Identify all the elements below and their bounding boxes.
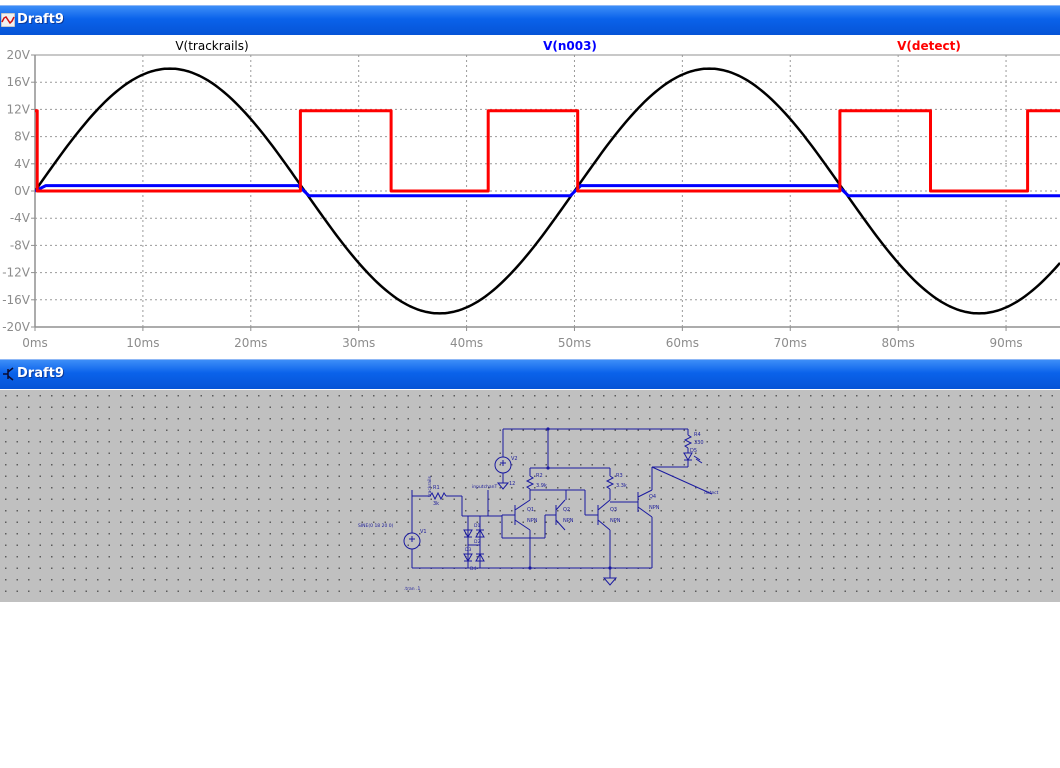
label-v1-value: SINE(0 18 20 0) [358, 523, 394, 529]
waveform-plot[interactable]: 20V 16V 12V 8V 4V 0V -4V -8V -12V -16V -20V 0ms 10ms… [0, 35, 1060, 355]
transistor-q3[interactable] [585, 499, 611, 531]
wire-detect [651, 466, 713, 495]
x-tick-label: 30ms [342, 336, 375, 350]
series-line-v-trackrails [35, 67, 1060, 315]
plot-legend[interactable]: V(trackrails) V(n003) V(detect) [175, 39, 961, 53]
x-tick-label: 50ms [558, 336, 591, 350]
schematic-title-bar[interactable]: Draft9 [0, 359, 1060, 389]
schematic-app-icon [3, 367, 14, 381]
junction [528, 566, 532, 570]
label-q1: Q1 [527, 507, 534, 513]
x-tick-label: 40ms [450, 336, 483, 350]
resistor-r4[interactable] [683, 429, 693, 453]
voltage-source-v1[interactable] [403, 532, 421, 568]
label-detect: detect [704, 490, 719, 496]
x-tick-label: 70ms [774, 336, 807, 350]
schematic-window: Draft9 V2 12 R [0, 358, 1060, 604]
schematic-window-title: Draft9 [17, 366, 64, 381]
plot-series [35, 67, 1060, 315]
label-inputchan: inputchanT [472, 484, 498, 490]
label-r3-value: 3.3k [616, 483, 627, 489]
label-r2-value: 3.9k [536, 483, 547, 489]
y-tick-label: 20V [7, 48, 31, 62]
transistor-q2[interactable] [545, 499, 566, 531]
junction [546, 466, 550, 470]
y-tick-label: 8V [14, 130, 31, 144]
label-q1-type: NPN [527, 518, 538, 524]
led-d5[interactable] [683, 452, 703, 467]
label-tran-directive: .tran .1 [404, 586, 421, 592]
y-tick-label: -8V [10, 238, 31, 252]
label-r1-value: 3k [433, 501, 439, 507]
label-q2: Q2 [563, 507, 570, 513]
ground-symbol [602, 577, 618, 586]
y-tick-label: -20V [2, 320, 31, 334]
y-tick-label: 12V [7, 102, 31, 116]
label-r4-value: 330 [694, 440, 704, 446]
label-v2-value: 12 [509, 481, 515, 487]
resistor-r1[interactable] [429, 491, 447, 501]
legend-entry-v-n003[interactable]: V(n003) [543, 39, 597, 53]
y-tick-label: -12V [2, 266, 31, 280]
label-q3: Q3 [610, 507, 617, 513]
resistor-r2[interactable] [525, 468, 535, 500]
schematic-canvas[interactable]: V2 12 R4 330 D5 [0, 390, 1060, 602]
series-line-v-detect [35, 109, 1060, 193]
label-q2-type: NPN [563, 518, 574, 524]
x-tick-label: 60ms [666, 336, 699, 350]
series-line-v-n003 [35, 184, 1060, 198]
waveform-window-title: Draft9 [17, 12, 64, 27]
label-v1: V1 [420, 529, 427, 535]
label-d5: D5 [690, 448, 697, 454]
legend-entry-v-detect[interactable]: V(detect) [897, 39, 961, 53]
label-q4: Q4 [649, 494, 656, 500]
transistor-q4[interactable] [610, 489, 653, 518]
x-tick-label: 0ms [22, 336, 48, 350]
label-d1: D1 [474, 523, 480, 529]
transistor-q1[interactable] [502, 499, 531, 531]
waveform-app-icon [1, 13, 15, 27]
label-r4: R4 [694, 432, 701, 438]
axis-ticks: 20V 16V 12V 8V 4V 0V -4V -8V -12V -16V -20V 0ms 10ms… [2, 48, 1022, 350]
y-tick-label: -4V [10, 211, 31, 225]
resistor-r3[interactable] [605, 468, 615, 500]
x-tick-label: 90ms [989, 336, 1022, 350]
y-tick-label: 4V [14, 157, 31, 171]
y-tick-label: -16V [2, 293, 31, 307]
label-d4: D4 [470, 566, 476, 572]
waveform-title-bar[interactable]: Draft9 [0, 5, 1060, 35]
y-tick-label: 16V [7, 75, 31, 89]
y-tick-label: 0V [14, 184, 31, 198]
label-q4-type: NPN [649, 505, 660, 511]
x-tick-label: 20ms [234, 336, 267, 350]
waveform-window: Draft9 20V 16V 12V 8V 4V 0V -4V -8V -12V -16V -20V… [0, 0, 1060, 360]
label-q3-type: NPN [610, 518, 621, 524]
label-r1: R1 [433, 485, 440, 491]
label-r3: R3 [616, 473, 623, 479]
label-trackrails: trackrails [427, 475, 433, 497]
label-d2: D2 [474, 539, 480, 545]
x-tick-label: 10ms [126, 336, 159, 350]
label-v2: V2 [511, 456, 518, 462]
legend-entry-v-trackrails[interactable]: V(trackrails) [175, 39, 248, 53]
label-r2: R2 [536, 473, 543, 479]
junction [608, 566, 612, 570]
x-tick-label: 80ms [882, 336, 915, 350]
